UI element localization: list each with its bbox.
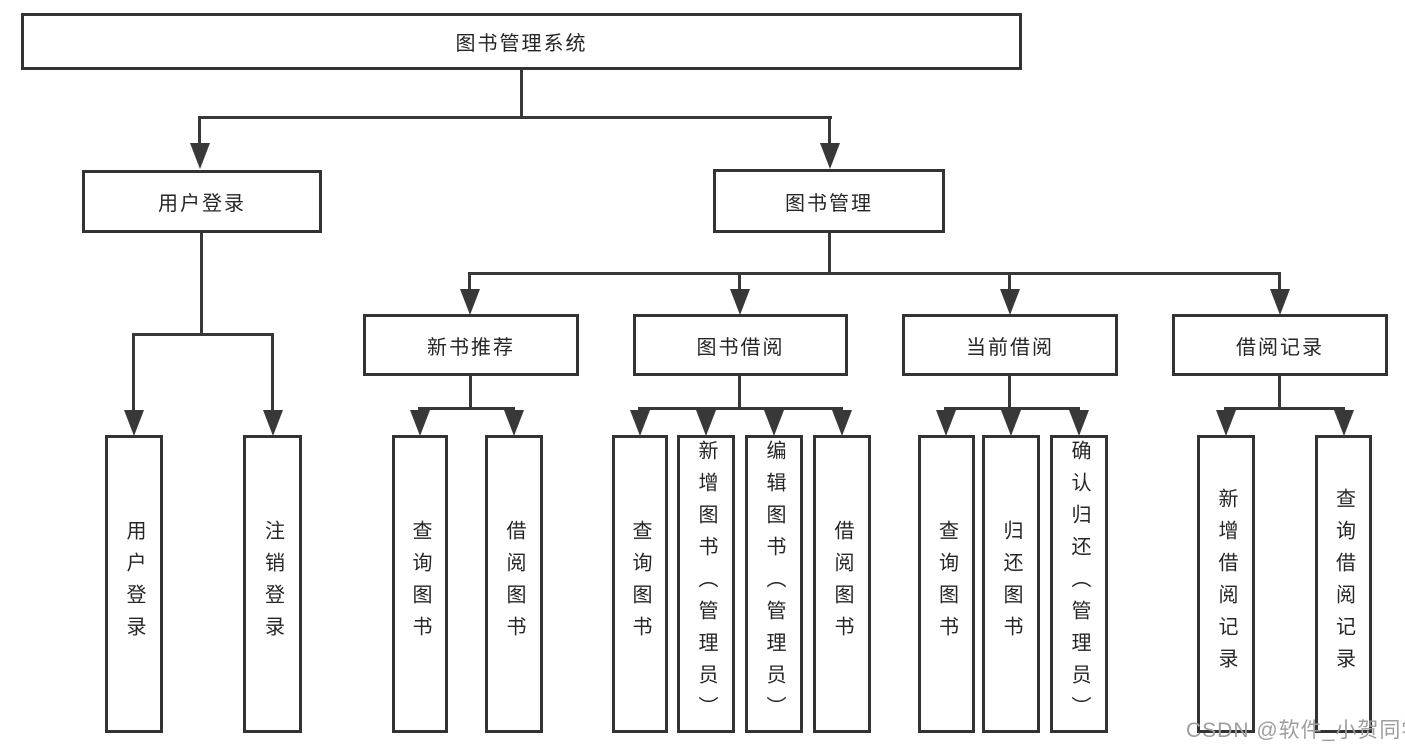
leaf-user-login: 用户登录 bbox=[105, 435, 163, 733]
connector-book-borrow-stem bbox=[738, 376, 741, 409]
arrow-to-leaf-user-login bbox=[132, 333, 135, 410]
leaf-return-book: 归还图书 bbox=[982, 435, 1040, 733]
leaf-add-book-admin: 新增图书（管理员） bbox=[677, 435, 735, 733]
leaf-query-book-3-label: 查询图书 bbox=[935, 520, 958, 648]
connector-root-stem bbox=[520, 69, 523, 118]
arrow-to-book-management bbox=[828, 116, 831, 143]
arrow-to-leaf-query-record bbox=[1342, 407, 1345, 410]
arrow-to-leaf-borrow-book-2 bbox=[840, 407, 843, 410]
node-user-login: 用户登录 bbox=[82, 170, 322, 233]
arrow-to-user-login bbox=[198, 116, 201, 143]
arrow-to-leaf-add-book bbox=[704, 407, 707, 410]
arrow-to-new-book-recommend bbox=[468, 272, 471, 289]
arrow-to-book-borrow bbox=[738, 272, 741, 289]
leaf-query-borrow-record-label: 查询借阅记录 bbox=[1332, 488, 1355, 680]
leaf-query-book-3: 查询图书 bbox=[918, 435, 975, 733]
leaf-borrow-book-1-label: 借阅图书 bbox=[503, 520, 525, 648]
node-book-management: 图书管理 bbox=[713, 169, 945, 233]
leaf-query-borrow-record: 查询借阅记录 bbox=[1315, 435, 1372, 733]
leaf-confirm-return-admin: 确认归还（管理员） bbox=[1050, 435, 1108, 733]
connector-borrow-records-horizontal bbox=[1224, 407, 1344, 410]
leaf-return-book-label: 归还图书 bbox=[1000, 520, 1022, 648]
arrow-to-leaf-confirm-return bbox=[1077, 407, 1080, 410]
node-borrow-records: 借阅记录 bbox=[1172, 314, 1388, 376]
node-book-borrow: 图书借阅 bbox=[633, 314, 848, 376]
connector-book-borrow-horizontal bbox=[638, 407, 843, 410]
leaf-query-book-2: 查询图书 bbox=[612, 435, 668, 733]
leaf-borrow-book-1: 借阅图书 bbox=[485, 435, 543, 733]
leaf-add-borrow-record-label: 新增借阅记录 bbox=[1215, 488, 1237, 680]
node-current-borrow: 当前借阅 bbox=[902, 314, 1118, 376]
leaf-add-borrow-record: 新增借阅记录 bbox=[1197, 435, 1255, 733]
csdn-watermark: CSDN @软件_小贺同学 bbox=[1186, 719, 1405, 742]
connector-book-management-stem bbox=[828, 233, 831, 274]
connector-book-management-horizontal bbox=[468, 272, 1281, 275]
arrow-to-leaf-query-book-1 bbox=[418, 407, 421, 410]
node-root: 图书管理系统 bbox=[21, 13, 1022, 70]
arrow-to-leaf-borrow-book-1 bbox=[512, 407, 515, 410]
arrow-to-leaf-logout bbox=[271, 333, 274, 410]
leaf-query-book-1-label: 查询图书 bbox=[409, 520, 431, 648]
leaf-edit-book-admin-label: 编辑图书（管理员） bbox=[763, 440, 785, 728]
connector-root-horizontal bbox=[198, 116, 832, 119]
connector-current-borrow-horizontal bbox=[944, 407, 1080, 410]
leaf-borrow-book-2: 借阅图书 bbox=[813, 435, 871, 733]
connector-user-login-stem bbox=[200, 233, 203, 335]
connector-current-borrow-stem bbox=[1008, 376, 1011, 409]
leaf-query-book-2-label: 查询图书 bbox=[629, 520, 651, 648]
leaf-query-book-1: 查询图书 bbox=[392, 435, 448, 733]
arrow-to-leaf-query-book-2 bbox=[638, 407, 641, 410]
connector-borrow-records-stem bbox=[1278, 376, 1281, 409]
leaf-add-book-admin-label: 新增图书（管理员） bbox=[695, 440, 717, 728]
arrow-to-leaf-return-book bbox=[1009, 407, 1012, 410]
leaf-user-login-label: 用户登录 bbox=[123, 520, 145, 648]
leaf-logout-label: 注销登录 bbox=[261, 520, 284, 648]
connector-user-login-horizontal bbox=[132, 333, 274, 336]
connector-new-book-horizontal bbox=[418, 407, 515, 410]
leaf-logout: 注销登录 bbox=[243, 435, 302, 733]
connector-new-book-stem bbox=[469, 376, 472, 409]
arrow-to-leaf-query-book-3 bbox=[944, 407, 947, 410]
arrow-to-current-borrow bbox=[1008, 272, 1011, 289]
arrow-to-borrow-records bbox=[1278, 272, 1281, 289]
arrow-to-leaf-edit-book bbox=[772, 407, 775, 410]
node-new-book-recommend: 新书推荐 bbox=[363, 314, 579, 376]
leaf-edit-book-admin: 编辑图书（管理员） bbox=[745, 435, 803, 733]
leaf-borrow-book-2-label: 借阅图书 bbox=[831, 520, 853, 648]
arrow-to-leaf-add-record bbox=[1224, 407, 1227, 410]
leaf-confirm-return-admin-label: 确认归还（管理员） bbox=[1068, 440, 1090, 728]
